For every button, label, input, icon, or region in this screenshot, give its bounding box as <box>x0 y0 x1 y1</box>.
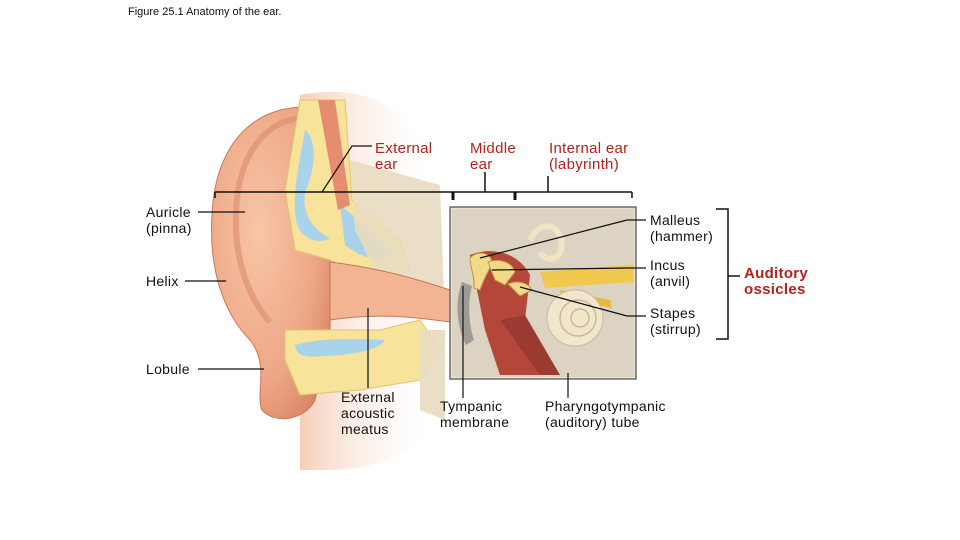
skin-strip <box>318 100 350 210</box>
ossicles-bracket <box>716 208 740 340</box>
vestibular-nerve <box>540 265 634 288</box>
internal-ear-label: Internal ear (labyrinth) <box>549 140 629 173</box>
leader-lines <box>185 145 646 398</box>
helix-label: Helix <box>146 273 179 289</box>
malleus-label: Malleus (hammer) <box>650 212 714 244</box>
middle-ear-label: Middle ear <box>470 140 516 173</box>
region-bracket <box>214 172 633 200</box>
cochlea-mid <box>559 299 597 337</box>
temporal-bone-lower <box>420 330 445 420</box>
tympanic-membrane-shape <box>457 282 474 345</box>
malleus-shape <box>469 252 493 291</box>
external-ear-label: External ear <box>375 140 433 173</box>
fluid-lower <box>295 338 385 357</box>
auricle-label: Auricle (pinna) <box>146 204 192 236</box>
stapes-label: Stapes (stirrup) <box>650 305 701 337</box>
incus-label: Incus (anvil) <box>650 257 691 289</box>
fluid-upper <box>294 130 330 241</box>
cochlea-inner <box>570 308 590 328</box>
cochlea-outer <box>546 289 604 347</box>
auditory-ossicles-label: Auditory ossicles <box>744 265 809 298</box>
figure-caption: Figure 25.1 Anatomy of the ear. <box>128 6 282 18</box>
pharyngotympanic-tube-label: Pharyngotympanic (auditory) tube <box>545 398 666 430</box>
incus-shape <box>487 259 516 286</box>
pharyngotympanic-tube-shape <box>500 315 560 375</box>
temporal-bone <box>350 160 445 320</box>
external-acoustic-meatus-label: External acoustic meatus <box>341 389 395 437</box>
lobule-label: Lobule <box>146 361 190 377</box>
tympanic-membrane-label: Tympanic membrane <box>440 398 510 430</box>
semicircular-canal <box>527 223 566 262</box>
